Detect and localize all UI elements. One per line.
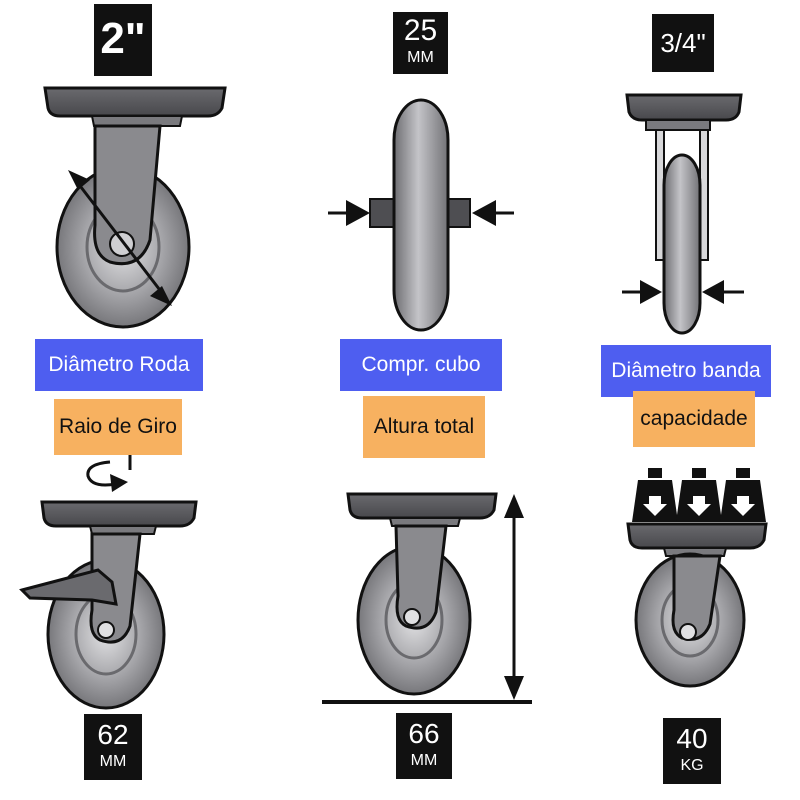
label-hub-length: Compr. cubo (340, 339, 502, 391)
tread-width-arrows-icon (622, 280, 744, 304)
wheel-front-view (328, 98, 514, 332)
label-tread-width: Diâmetro banda (601, 345, 771, 397)
label-wheel-diameter: Diâmetro Roda (35, 339, 203, 391)
height-caster-view (322, 492, 532, 704)
diameter-arrow-icon (68, 170, 172, 306)
top-badge-wheel-diameter: 2" (94, 4, 152, 76)
badge-value: 40 (676, 723, 708, 754)
badge-value: 3/4" (660, 28, 706, 58)
top-badge-hub-length: 25 MM (393, 12, 448, 74)
bottom-badge-overall-height: 66 MM (396, 713, 452, 779)
label-overall-height: Altura total (363, 396, 485, 458)
badge-unit: KG (680, 757, 704, 774)
badge-unit: MM (407, 49, 434, 66)
label-swivel-radius: Raio de Giro (54, 399, 182, 455)
swivel-rotation-icon (86, 450, 140, 492)
hub-width-arrows-icon (328, 200, 514, 226)
badge-value: 62 (97, 719, 129, 750)
badge-unit: MM (99, 753, 127, 770)
swivel-caster-side-view (43, 86, 227, 329)
caster-front-view (622, 93, 744, 335)
weight-icon (632, 468, 766, 522)
badge-unit: MM (410, 752, 438, 769)
badge-value: 2" (100, 14, 146, 63)
height-arrow-icon (504, 494, 524, 700)
badge-value: 66 (408, 718, 440, 749)
braked-caster-view (19, 450, 198, 710)
load-caster-view (626, 468, 768, 688)
bottom-badge-swivel-radius: 62 MM (84, 714, 142, 780)
bottom-badge-load-capacity: 40 KG (663, 718, 721, 784)
badge-value: 25 (403, 14, 438, 47)
top-badge-tread-width: 3/4" (652, 14, 714, 72)
label-load-capacity: capacidade (633, 391, 755, 447)
